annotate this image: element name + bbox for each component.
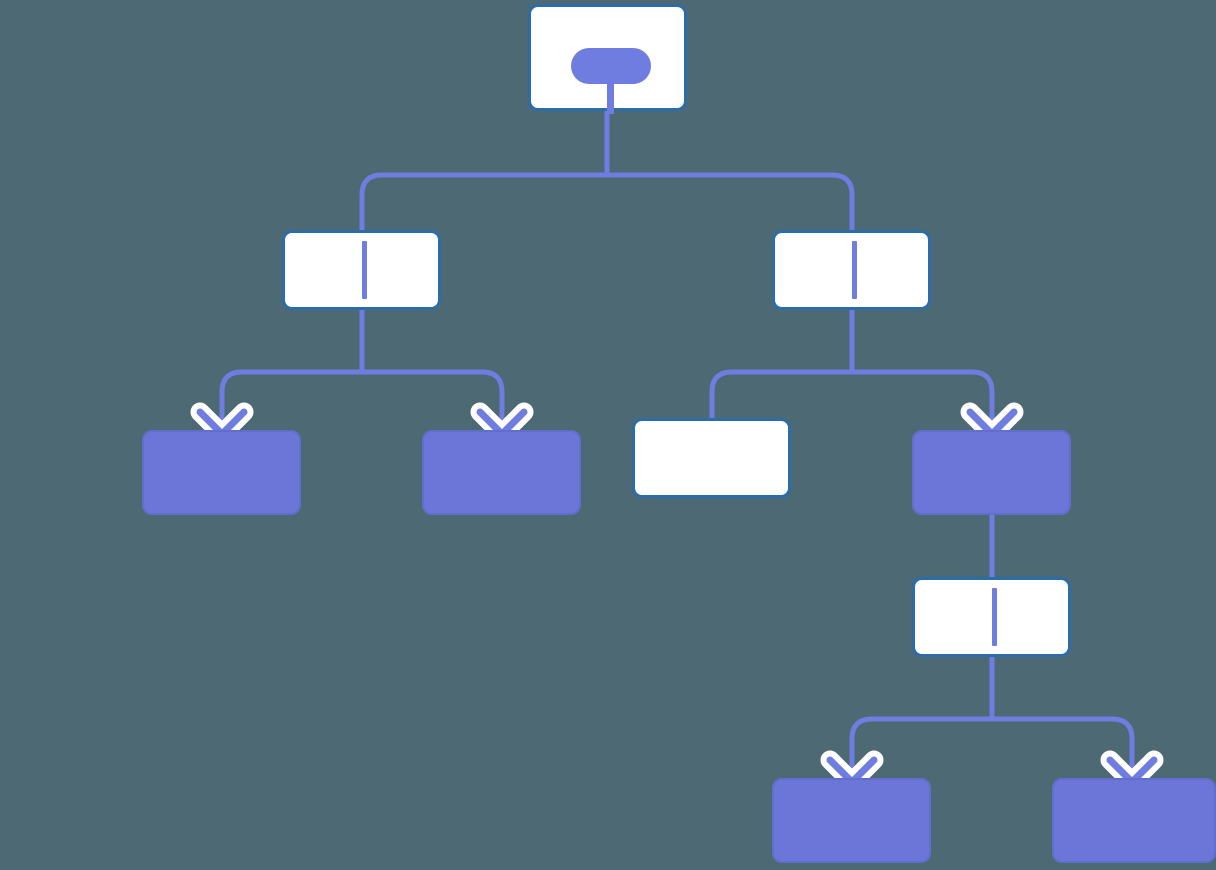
node-l2-left[interactable] — [282, 230, 441, 310]
node-l3-c[interactable] — [632, 418, 791, 498]
node-l2-left-divider — [362, 241, 367, 299]
edge-l2right-l3c — [709, 310, 855, 418]
node-l4-divider — [992, 588, 997, 646]
node-l3-b[interactable] — [422, 430, 581, 515]
node-l4[interactable] — [912, 577, 1071, 657]
node-l3-d[interactable] — [912, 430, 1071, 515]
edge-l2left-l3a — [219, 310, 365, 432]
root-stem-shape — [607, 77, 614, 114]
node-root[interactable] — [528, 4, 687, 114]
edge-l4-l5a — [849, 657, 995, 780]
edge-l2right-l3d — [849, 310, 995, 432]
node-l2-right-divider — [852, 241, 857, 299]
node-l5-b[interactable] — [1052, 778, 1216, 863]
edge-l2left-l3b — [359, 310, 505, 432]
edge-root-l2left — [359, 111, 610, 232]
node-l2-right[interactable] — [772, 230, 931, 310]
node-l3-a[interactable] — [142, 430, 301, 515]
edge-l4-l5b — [989, 657, 1135, 780]
edge-root-l2right — [604, 111, 855, 232]
node-l5-a[interactable] — [772, 778, 931, 863]
